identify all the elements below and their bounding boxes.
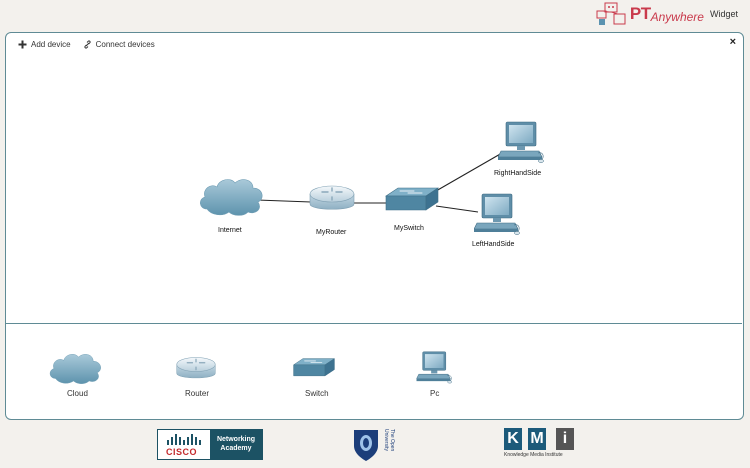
node-myrouter[interactable] — [308, 181, 356, 215]
add-device-label: Add device — [31, 40, 71, 49]
palette-label-cloud: Cloud — [67, 389, 88, 398]
node-righthandside[interactable] — [498, 121, 546, 165]
node-label-myrouter: MyRouter — [316, 229, 347, 236]
brand-anywhere: Anywhere — [650, 10, 704, 24]
switch-icon — [384, 186, 440, 214]
palette-item-cloud[interactable] — [46, 349, 106, 385]
open-university-logo[interactable]: The Open University — [352, 428, 402, 464]
pc-icon — [416, 351, 454, 385]
palette-label-router: Router — [185, 389, 210, 398]
pc-icon — [474, 193, 522, 237]
node-myswitch[interactable] — [384, 186, 440, 214]
toolbar: Add device Connect devices — [18, 40, 155, 49]
open-university-shield-icon — [354, 430, 378, 461]
brand-widget: Widget — [709, 9, 738, 19]
cisco-academy-box: Networking Academy — [210, 430, 262, 459]
link-myswitch-righthandside — [435, 152, 503, 192]
network-canvas[interactable]: Add device Connect devices × Internet My… — [6, 33, 742, 323]
widget-panel: Add device Connect devices × Internet My… — [5, 32, 744, 420]
close-icon[interactable]: × — [729, 36, 736, 48]
cisco-word: CISCO — [166, 447, 198, 457]
palette-divider — [6, 323, 742, 324]
cloud-icon — [46, 349, 106, 385]
palette-item-pc[interactable] — [416, 351, 454, 385]
cisco-academy-text: Academy — [220, 445, 252, 452]
palette-item-router[interactable] — [175, 353, 217, 383]
router-icon — [175, 353, 217, 383]
link-internet-myrouter — [256, 199, 312, 203]
cisco-bars-icon — [167, 434, 201, 445]
add-device-button[interactable]: Add device — [18, 40, 71, 49]
node-lefthandside[interactable] — [474, 193, 522, 237]
connect-devices-label: Connect devices — [95, 40, 155, 49]
cloud-icon — [197, 173, 267, 217]
plus-icon — [18, 40, 27, 49]
node-label-internet: Internet — [218, 227, 242, 234]
cisco-networking-academy-logo[interactable]: CISCO Networking Academy — [157, 429, 263, 460]
kmi-logo[interactable]: K M i Knowledge Media Institute — [504, 428, 576, 462]
pc-icon — [498, 121, 546, 165]
kmi-letter-i: i — [556, 428, 574, 450]
app-header: PT Anywhere Widget — [0, 0, 750, 30]
node-label-lefthandside: LeftHandSide — [472, 241, 515, 248]
node-internet[interactable] — [197, 173, 267, 217]
kmi-letter-m: M — [528, 428, 546, 450]
palette-label-pc: Pc — [430, 389, 440, 398]
links-layer — [256, 152, 503, 213]
pt-anywhere-logo-icon — [596, 2, 626, 25]
footer: CISCO Networking Academy The Open Univer… — [0, 424, 750, 468]
router-icon — [308, 181, 356, 215]
palette-label-switch: Switch — [305, 389, 329, 398]
connect-devices-button[interactable]: Connect devices — [83, 40, 155, 49]
brand-pt: PT — [629, 4, 651, 23]
brand: PT Anywhere Widget — [596, 2, 738, 26]
node-label-myswitch: MySwitch — [394, 225, 424, 232]
palette-item-switch[interactable] — [292, 357, 336, 379]
node-label-righthandside: RightHandSide — [494, 170, 542, 177]
switch-icon — [292, 357, 336, 379]
link-icon — [83, 40, 91, 49]
link-myswitch-lefthandside — [435, 205, 479, 213]
kmi-subtitle: Knowledge Media Institute — [504, 452, 563, 458]
open-university-text: The Open University — [383, 429, 395, 452]
kmi-letter-k: K — [504, 428, 522, 450]
cisco-networking-text: Networking — [216, 436, 256, 443]
